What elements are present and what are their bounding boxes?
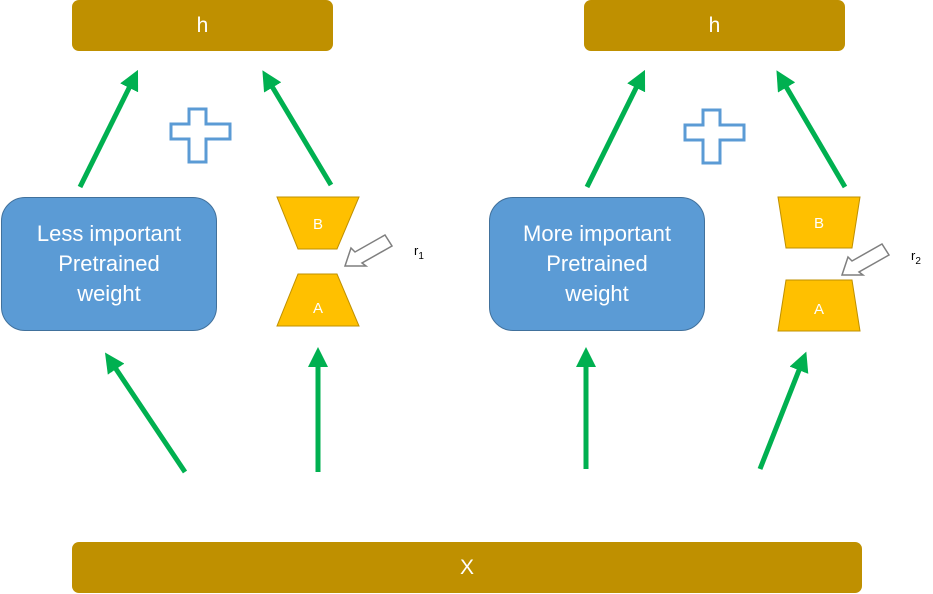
more-important-line-1: More important	[523, 221, 671, 246]
output-h-right: h	[584, 0, 845, 51]
less-important-weight-text: Less important Pretrained weight	[37, 219, 181, 309]
trapezoid-b-right	[777, 196, 861, 249]
rank-pointer-left-icon	[343, 233, 394, 267]
less-important-line-2: Pretrained	[58, 251, 160, 276]
arrow-x-to-left-weight	[104, 352, 188, 474]
trapezoid-b-left-label: B	[313, 216, 323, 233]
less-important-line-1: Less important	[36, 221, 182, 246]
output-h-left-label: h	[196, 13, 209, 37]
arrow-right-weight-to-h	[584, 69, 646, 189]
input-x-label: X	[459, 555, 474, 579]
trapezoid-a-left-label: A	[313, 300, 323, 317]
rank-label-r1-main: r	[414, 243, 419, 258]
rank-label-r1: r1	[414, 243, 424, 262]
trapezoid-b-left	[276, 196, 360, 250]
rank-label-r2-sub: 2	[915, 256, 921, 267]
rank-pointer-right-icon	[840, 242, 891, 276]
arrow-right-lora-to-h	[776, 70, 848, 189]
rank-label-r2: r2	[911, 248, 921, 267]
more-important-weight-box: More important Pretrained weight	[489, 197, 705, 331]
trapezoid-a-right	[777, 279, 861, 332]
less-important-weight-box: Less important Pretrained weight	[1, 197, 217, 331]
plus-icon-right	[683, 108, 746, 165]
arrow-left-weight-to-h	[77, 69, 139, 189]
arrow-left-lora-to-h	[262, 70, 334, 187]
output-h-right-label: h	[708, 13, 721, 37]
plus-icon-left	[169, 107, 232, 164]
input-x-bar: X	[72, 542, 862, 593]
more-important-weight-text: More important Pretrained weight	[523, 219, 671, 309]
output-h-left: h	[72, 0, 333, 51]
more-important-line-3: weight	[565, 281, 629, 306]
trapezoid-a-right-label: A	[814, 301, 824, 318]
trapezoid-b-right-label: B	[814, 215, 824, 232]
rank-label-r2-main: r	[911, 248, 916, 263]
arrow-x-to-right-lora	[757, 351, 809, 470]
trapezoid-a-left	[276, 273, 360, 327]
less-important-line-3: weight	[77, 281, 141, 306]
more-important-line-2: Pretrained	[546, 251, 648, 276]
rank-label-r1-sub: 1	[418, 251, 424, 262]
